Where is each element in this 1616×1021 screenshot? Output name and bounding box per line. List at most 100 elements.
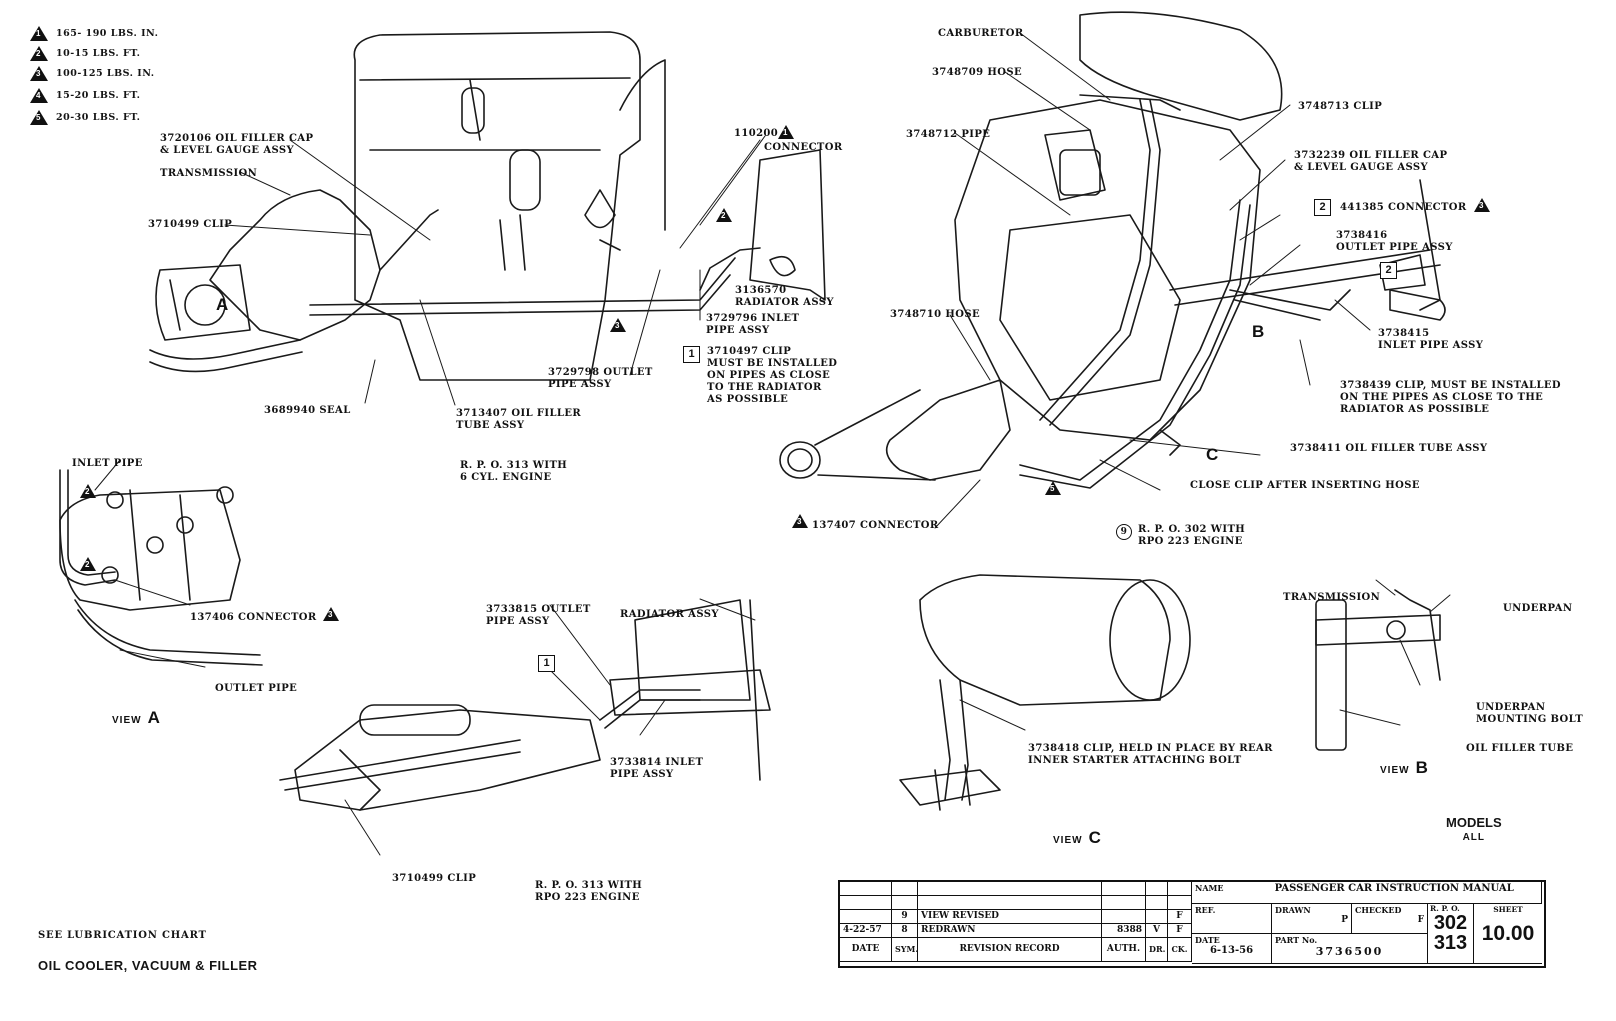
rev-cell bbox=[840, 882, 892, 896]
view-a-callout: A bbox=[216, 295, 229, 314]
checked-label: CHECKED bbox=[1355, 905, 1402, 915]
label-outlet-pipe-3733815: 3733815 OUTLET PIPE ASSY bbox=[486, 604, 591, 627]
sheet-cell: SHEET 10.00 bbox=[1474, 904, 1542, 964]
rev-header-ck: CK. bbox=[1168, 938, 1192, 962]
torque-triangle-icon: 3 bbox=[792, 514, 808, 528]
caption-rpo-313-6cyl: R. P. O. 313 WITH 6 CYL. ENGINE bbox=[460, 460, 568, 483]
rev-ck: F bbox=[1168, 910, 1192, 924]
rev-header-sym: SYM. bbox=[892, 938, 918, 962]
label-oil-filler-cap-v8: 3732239 OIL FILLER CAP & LEVEL GAUGE ASS… bbox=[1294, 150, 1448, 173]
rev-cell bbox=[1168, 896, 1192, 910]
rev-cell bbox=[918, 896, 1102, 910]
torque-triangle-icon: 3 bbox=[1474, 198, 1490, 212]
torque-triangle-icon: 5 bbox=[30, 110, 48, 125]
torque-triangle-icon: 5 bbox=[1045, 481, 1061, 495]
legend-row: 3 100-125 LBS. IN. bbox=[30, 66, 155, 81]
view-b-callout: B bbox=[1252, 322, 1265, 341]
rev-cell bbox=[1146, 882, 1168, 896]
rev-auth: 8388 bbox=[1102, 924, 1146, 938]
label-radiator-assy: 3136570 RADIATOR ASSY bbox=[735, 285, 834, 308]
note-box-icon: 2 bbox=[1314, 199, 1331, 216]
label-clip-3710497: 3710497 CLIP MUST BE INSTALLED ON PIPES … bbox=[707, 346, 838, 405]
rev-auth bbox=[1102, 910, 1146, 924]
label-oil-filler-tube-view-b: OIL FILLER TUBE bbox=[1466, 743, 1574, 754]
label-hose-3748709: 3748709 HOSE bbox=[932, 67, 1022, 78]
rev-sym: 9 bbox=[892, 910, 918, 924]
rpo-value-313: 313 bbox=[1433, 932, 1468, 954]
torque-triangle-icon: 2 bbox=[30, 46, 48, 61]
rpo-cell: R. P. O. 302 313 bbox=[1428, 904, 1474, 964]
rev-header-date: DATE bbox=[840, 938, 892, 962]
leader-lines bbox=[94, 32, 1451, 856]
torque-triangle-icon: 2 bbox=[716, 208, 732, 222]
drawn-label: DRAWN bbox=[1275, 905, 1311, 915]
label-connector-137406: 137406 CONNECTOR bbox=[190, 612, 317, 623]
torque-triangle-icon: 2 bbox=[80, 557, 96, 571]
label-connector-110200: 110200 bbox=[734, 128, 779, 139]
label-close-clip: CLOSE CLIP AFTER INSERTING HOSE bbox=[1190, 480, 1420, 491]
rev-cell bbox=[892, 882, 918, 896]
label-oil-filler-cap: 3720106 OIL FILLER CAP & LEVEL GAUGE ASS… bbox=[160, 133, 314, 156]
part-cell: PART No. 3736500 bbox=[1272, 934, 1428, 964]
label-radiator-assy-mid: RADIATOR ASSY bbox=[620, 609, 719, 620]
legend-text: 15-20 LBS. FT. bbox=[56, 90, 141, 101]
rev-date: 4-22-57 bbox=[840, 924, 892, 938]
label-oil-filler-tube: 3713407 OIL FILLER TUBE ASSY bbox=[456, 408, 582, 431]
v8-engine-drawing bbox=[779, 11, 1446, 489]
caption-rpo-302: R. P. O. 302 WITH RPO 223 ENGINE bbox=[1138, 524, 1246, 547]
checked-value: F bbox=[1417, 915, 1424, 925]
rev-cell bbox=[1168, 882, 1192, 896]
date-cell: DATE 6-13-56 bbox=[1192, 934, 1272, 964]
label-oil-filler-tube-v8: 3738411 OIL FILLER TUBE ASSY bbox=[1290, 443, 1488, 454]
ref-label: REF. bbox=[1192, 904, 1272, 934]
label-transmission-view-b: TRANSMISSION bbox=[1283, 592, 1381, 603]
label-underpan: UNDERPAN bbox=[1503, 603, 1573, 614]
torque-triangle-icon: 3 bbox=[30, 66, 48, 81]
torque-triangle-icon: 1 bbox=[778, 125, 794, 139]
label-clip-3748713: 3748713 CLIP bbox=[1298, 101, 1383, 112]
legend-row: 4 15-20 LBS. FT. bbox=[30, 88, 140, 103]
label-underpan-mounting-bolt: UNDERPAN MOUNTING BOLT bbox=[1476, 702, 1584, 725]
note-box-icon: 1 bbox=[683, 346, 700, 363]
drawn-cell: DRAWN P bbox=[1272, 904, 1352, 934]
name-value: PASSENGER CAR INSTRUCTION MANUAL bbox=[1274, 883, 1514, 894]
label-seal: 3689940 SEAL bbox=[264, 405, 351, 416]
rpo-circle-icon: 9 bbox=[1116, 524, 1132, 540]
rev-dr bbox=[1146, 910, 1168, 924]
label-connector-word: CONNECTOR bbox=[764, 142, 843, 153]
rev-cell bbox=[918, 882, 1102, 896]
view-a-drawing bbox=[59, 469, 263, 666]
legend-text: 100-125 LBS. IN. bbox=[56, 68, 155, 79]
rev-header-auth: AUTH. bbox=[1102, 938, 1146, 962]
note-box-icon: 1 bbox=[538, 655, 555, 672]
legend-row: 5 20-30 LBS. FT. bbox=[30, 110, 140, 125]
models-value: ALL bbox=[1462, 832, 1486, 843]
rev-ck: F bbox=[1168, 924, 1192, 938]
sheet-title: OIL COOLER, VACUUM & FILLER bbox=[38, 958, 258, 973]
label-inlet-pipe-3733814: 3733814 INLET PIPE ASSY bbox=[610, 757, 704, 780]
label-clip-3738418: 3738418 CLIP, HELD IN PLACE BY REAR INNE… bbox=[1028, 743, 1273, 766]
label-carburetor: CARBURETOR bbox=[938, 28, 1024, 39]
legend-text: 165- 190 LBS. IN. bbox=[56, 28, 159, 39]
name-cell: NAME PASSENGER CAR INSTRUCTION MANUAL bbox=[1192, 882, 1542, 904]
rev-cell bbox=[892, 896, 918, 910]
rev-record: VIEW REVISED bbox=[918, 910, 1102, 924]
label-clip-3738439: 3738439 CLIP, MUST BE INSTALLED ON THE P… bbox=[1340, 380, 1561, 415]
rev-cell bbox=[1146, 896, 1168, 910]
torque-triangle-icon: 4 bbox=[30, 88, 48, 103]
note-box-icon: 2 bbox=[1380, 262, 1397, 279]
rev-date bbox=[840, 910, 892, 924]
label-inlet-pipe-view-a: INLET PIPE bbox=[72, 458, 143, 469]
name-label: NAME bbox=[1195, 883, 1224, 893]
rev-sym: 8 bbox=[892, 924, 918, 938]
label-outlet-pipe-v8: 3738416 OUTLET PIPE ASSY bbox=[1336, 230, 1453, 253]
rev-dr: V bbox=[1146, 924, 1168, 938]
six-cyl-engine-drawing bbox=[149, 31, 826, 381]
see-lubrication-chart: SEE LUBRICATION CHART bbox=[38, 930, 207, 941]
rev-record: REDRAWN bbox=[918, 924, 1102, 938]
rpo-label: R. P. O. bbox=[1430, 904, 1460, 913]
label-inlet-pipe-v8: 3738415 INLET PIPE ASSY bbox=[1378, 328, 1484, 351]
